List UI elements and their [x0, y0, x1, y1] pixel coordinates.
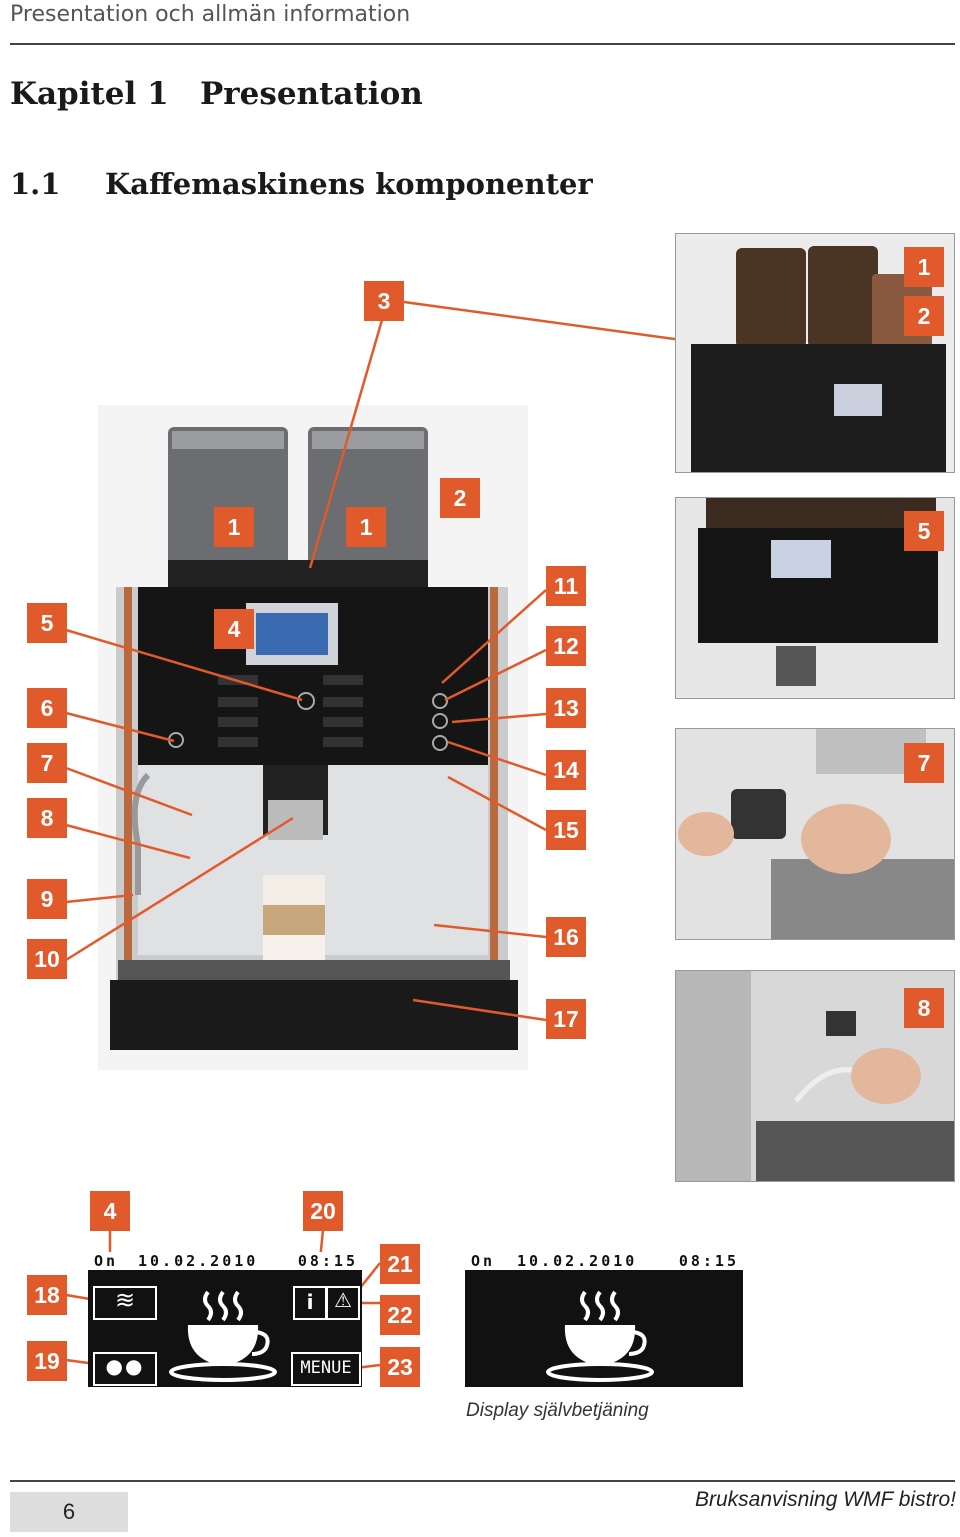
coffee-cup-icon	[546, 1290, 654, 1382]
callout-22: 22	[380, 1295, 420, 1335]
callout-7: 7	[27, 743, 67, 783]
callout-18: 18	[27, 1275, 67, 1315]
callout-3: 3	[364, 281, 404, 321]
callout-15: 15	[546, 810, 586, 850]
section-number: 1.1	[10, 167, 61, 201]
callout-20: 20	[303, 1191, 343, 1231]
callout-17: 17	[546, 999, 586, 1039]
footer-rule	[10, 1480, 955, 1482]
callout-5: 5	[904, 511, 944, 551]
callout-2: 2	[904, 296, 944, 336]
photo-milk-hose-drawing	[676, 971, 954, 1181]
photo-bean-hoppers-drawing	[676, 234, 954, 472]
warning-icon: ⚠	[334, 1288, 352, 1312]
callout-13: 13	[546, 688, 586, 728]
display-service-status: On	[94, 1252, 119, 1270]
beans-icon: ●●	[105, 1354, 145, 1378]
section-title: Kaffemaskinens komponenter	[105, 167, 593, 201]
footer-title: Bruksanvisning WMF bistro!	[694, 1488, 956, 1511]
info-icon: i	[306, 1290, 314, 1314]
callout-11: 11	[546, 566, 586, 606]
warning-button[interactable]: ⚠	[326, 1286, 360, 1320]
display-service: On 10.02.2010 08:15 ≋ ●● i ⚠ MENUE	[88, 1252, 362, 1387]
callout-12: 12	[546, 626, 586, 666]
photo-bean-hoppers	[675, 233, 955, 473]
display-self-service-time: 08:15	[678, 1252, 739, 1270]
display-service-statusbar: On 10.02.2010 08:15	[88, 1252, 362, 1270]
rinse-button[interactable]: ≋	[93, 1286, 157, 1320]
chapter-title: Presentation	[200, 76, 423, 112]
menu-button[interactable]: MENUE	[291, 1352, 361, 1386]
header-rule	[10, 43, 955, 45]
callout-1: 1	[214, 507, 254, 547]
page-number: 6	[10, 1492, 128, 1532]
chapter-label: Kapitel 1	[10, 76, 169, 112]
waves-icon: ≋	[114, 1286, 136, 1314]
beans-button[interactable]: ●●	[93, 1352, 157, 1386]
callout-4: 4	[214, 609, 254, 649]
callout-8: 8	[904, 988, 944, 1028]
display-self-service-statusbar: On 10.02.2010 08:15	[465, 1252, 743, 1270]
display-service-time: 08:15	[297, 1252, 358, 1270]
callout-6: 6	[27, 688, 67, 728]
callout-8: 8	[27, 798, 67, 838]
coffee-cup-icon	[169, 1290, 277, 1382]
callout-2: 2	[440, 478, 480, 518]
callout-16: 16	[546, 917, 586, 957]
callout-1: 1	[346, 507, 386, 547]
menu-label: MENUE	[300, 1358, 352, 1378]
callout-19: 19	[27, 1341, 67, 1381]
callout-1: 1	[904, 247, 944, 287]
display-service-date: 10.02.2010	[138, 1252, 259, 1270]
callout-5: 5	[27, 603, 67, 643]
callout-9: 9	[27, 879, 67, 919]
callout-10: 10	[27, 939, 67, 979]
display-self-service-date: 10.02.2010	[517, 1252, 638, 1270]
info-button[interactable]: i	[293, 1286, 327, 1320]
callout-23: 23	[380, 1347, 420, 1387]
callout-4: 4	[90, 1191, 130, 1231]
callout-21: 21	[380, 1244, 420, 1284]
callout-7: 7	[904, 743, 944, 783]
display-self-service-status: On	[471, 1252, 496, 1270]
running-header: Presentation och allmän information	[10, 2, 411, 27]
display-self-service: On 10.02.2010 08:15	[465, 1252, 743, 1387]
display-caption: Display självbetjäning	[466, 1400, 649, 1421]
callout-14: 14	[546, 750, 586, 790]
